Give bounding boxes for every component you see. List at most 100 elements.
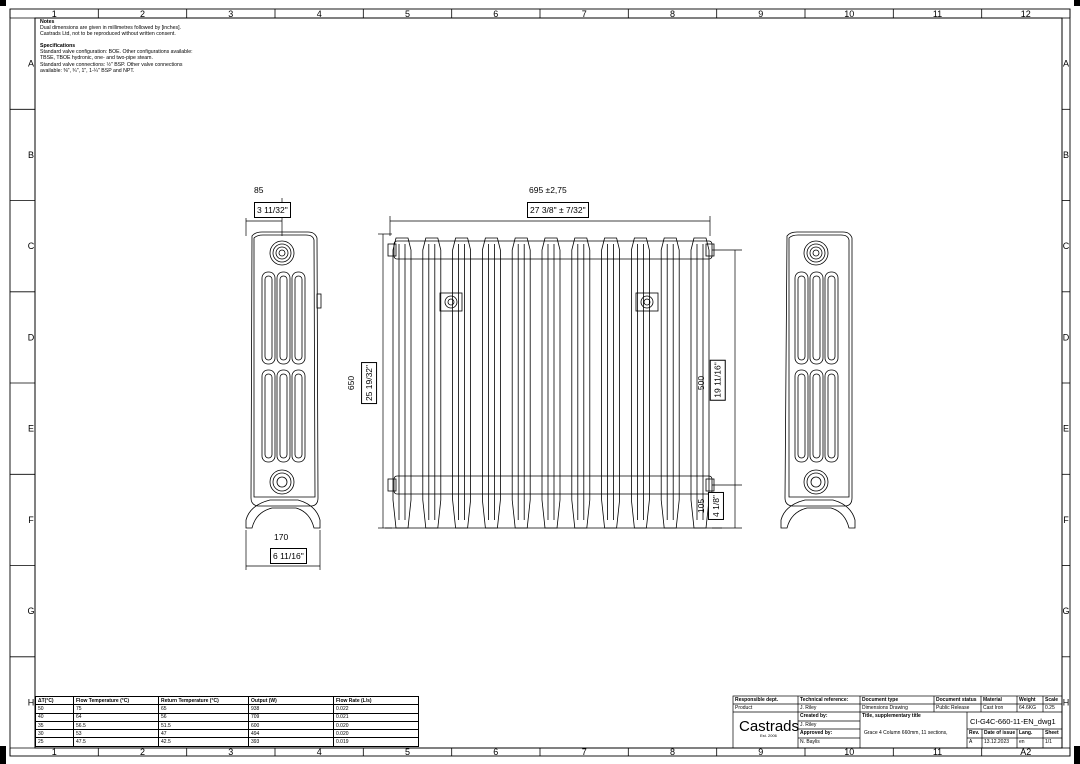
table-cell: 53	[73, 729, 159, 739]
row-label: B	[28, 150, 34, 160]
radiator-section	[392, 237, 412, 529]
title-value: Grace 4 Column 660mm, 11 sections,	[864, 730, 948, 736]
depth-in-label: 3 11/32"	[254, 202, 291, 218]
table-cell: 0.019	[333, 737, 419, 747]
column-label-bottom: 2	[140, 747, 145, 757]
spec-heading: Specifications	[40, 43, 76, 50]
right-side-view	[780, 231, 856, 529]
document-type-label: Document type	[862, 697, 899, 703]
column-label: 11	[933, 9, 942, 19]
radiator-section	[452, 237, 471, 529]
table-cell: 65	[158, 704, 249, 714]
column-label: 5	[405, 9, 410, 19]
corner-mark	[0, 0, 6, 6]
approved-by-label: Approved by:	[800, 730, 833, 736]
column-label-bottom: 7	[582, 747, 587, 757]
material-label: Material	[983, 697, 1002, 703]
corner-mark	[1074, 0, 1080, 6]
inner-frame	[34, 17, 1063, 749]
row-label: H	[28, 697, 35, 707]
castrads-logo: Castrads	[739, 718, 800, 735]
responsible-dept-value: Product	[735, 705, 753, 711]
row-label-right: H	[1063, 697, 1070, 707]
spec-line: Standard valve configuration: BOE. Other…	[40, 49, 193, 56]
column-label: 7	[582, 9, 587, 19]
sheet-label: Sheet	[1045, 730, 1059, 736]
row-label: G	[27, 606, 34, 616]
technical-reference-label: Technical reference:	[800, 697, 849, 703]
date-value: 13.12.2023	[984, 739, 1010, 745]
column-label: 8	[670, 9, 675, 19]
radiator-section	[660, 237, 680, 529]
centres-in-label: 19 11/16"	[709, 359, 726, 401]
column-label-bottom: 8	[670, 747, 675, 757]
column-label: 6	[493, 9, 498, 19]
responsible-dept-label: Responsible dept.	[735, 697, 779, 703]
document-number: CI-G4C-660-11-EN_dwg1	[970, 717, 1056, 726]
castrads-logo-sub: Est. 2006	[760, 733, 777, 738]
row-label-right: E	[1063, 424, 1069, 434]
spec-line: Standard valve connections: ½" BSP. Othe…	[40, 61, 183, 68]
centres-mm-label: 500	[696, 375, 707, 391]
grid-ticks	[9, 9, 1071, 756]
rev-label: Rev.	[969, 730, 980, 736]
table-cell: 50	[35, 704, 74, 714]
foot-mm-label: 170	[274, 532, 289, 542]
column-label-bottom: 4	[317, 747, 322, 757]
depth-mm-label: 85	[254, 185, 264, 195]
table-cell: 47.5	[73, 737, 159, 747]
radiator-section	[571, 237, 591, 529]
table-cell: 51.5	[158, 720, 249, 731]
table-cell: 0.022	[333, 704, 419, 714]
table-cell: 56.5	[73, 720, 159, 731]
row-label: F	[28, 515, 34, 525]
row-label-right: G	[1062, 606, 1069, 616]
column-label-bottom: 11	[933, 747, 942, 757]
row-label-right: F	[1063, 515, 1069, 525]
table-header: Flow Rate (L/s)	[333, 695, 419, 706]
column-label-bottom: 5	[405, 747, 410, 757]
table-cell: 0.020	[333, 720, 419, 731]
notes-line: Dual dimensions are given in millimetres…	[40, 25, 181, 32]
table-cell: 494	[248, 729, 334, 739]
front-view	[387, 237, 715, 529]
weight-label: Weight	[1019, 697, 1036, 703]
column-label-bottom: 3	[228, 747, 233, 757]
left-side-view	[245, 231, 322, 529]
temperature-table: ΔT(°C) Flow Temperature (°C) Return Temp…	[35, 695, 419, 747]
scale-label: Scale	[1045, 697, 1059, 703]
table-cell: 64	[73, 712, 159, 722]
dimension-lines	[245, 198, 742, 570]
sheet-value: 1/1	[1045, 739, 1052, 745]
table-cell: 35	[35, 720, 74, 731]
notes-block: Notes Dual dimensions are given in milli…	[40, 19, 230, 74]
created-by-label: Created by:	[800, 713, 828, 719]
column-label-bottom: 6	[493, 747, 498, 757]
document-type-value: Dimensions Drawing	[862, 705, 908, 711]
row-label-right: D	[1063, 332, 1070, 342]
row-label-right: C	[1063, 241, 1070, 251]
document-status-value: Public Release	[936, 705, 970, 711]
row-label: C	[28, 241, 35, 251]
column-label: 4	[317, 9, 322, 19]
height-mm-label: 650	[346, 375, 357, 391]
table-cell: 30	[35, 729, 74, 739]
table-header: Return Temperature (°C)	[158, 695, 249, 706]
radiator-section	[511, 237, 531, 529]
radiator-section	[631, 237, 650, 529]
outer-frame	[9, 8, 1071, 757]
column-label: 2	[140, 9, 145, 19]
column-label: 3	[228, 9, 233, 19]
scale-value: 0.25	[1045, 705, 1055, 711]
lang-value: en	[1019, 739, 1025, 745]
radiator-section	[482, 237, 501, 529]
table-cell: 47	[158, 729, 249, 739]
table-cell: 75	[73, 704, 159, 714]
table-cell: 600	[248, 720, 334, 731]
